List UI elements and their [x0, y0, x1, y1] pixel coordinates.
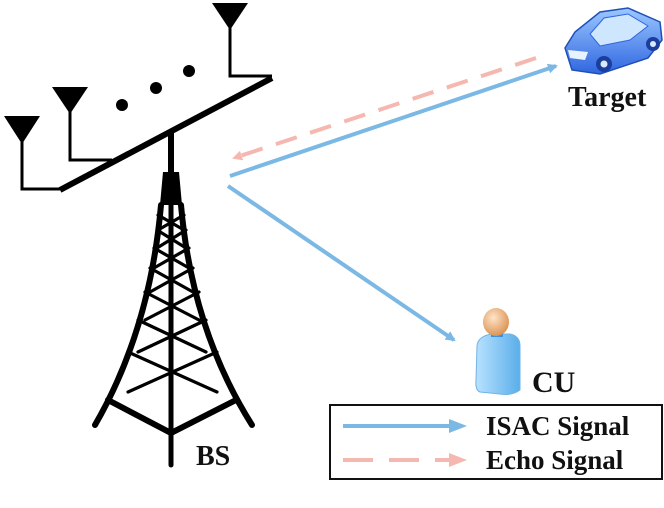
target-label: Target: [568, 82, 647, 113]
user-icon: [475, 308, 521, 395]
base-station-tower: [92, 172, 255, 468]
antenna-element-2: [52, 87, 112, 162]
legend-label: ISAC Signal: [486, 411, 630, 441]
antenna-array: [4, 3, 274, 193]
antenna-element-n: [212, 3, 272, 78]
echo-signal-arrow: [232, 56, 537, 161]
solid-arrow-icon: [343, 419, 467, 433]
legend: ISAC Signal Echo Signal: [329, 404, 663, 480]
cu-label: CU: [532, 366, 575, 399]
isac-signal-to-target: [229, 63, 558, 178]
dashed-arrow-icon: [343, 453, 467, 467]
car-icon: [564, 7, 663, 75]
legend-item-isac: ISAC Signal: [331, 410, 661, 442]
antenna-element-1: [4, 116, 60, 191]
legend-item-echo: Echo Signal: [331, 444, 661, 476]
bs-label: BS: [196, 441, 230, 472]
legend-label: Echo Signal: [486, 445, 624, 475]
isac-signal-to-cu: [226, 184, 456, 342]
ellipsis-dot: [183, 65, 195, 77]
ellipsis-dot: [116, 99, 128, 111]
antenna-array-bar: [58, 75, 274, 193]
ellipsis-dot: [150, 82, 162, 94]
